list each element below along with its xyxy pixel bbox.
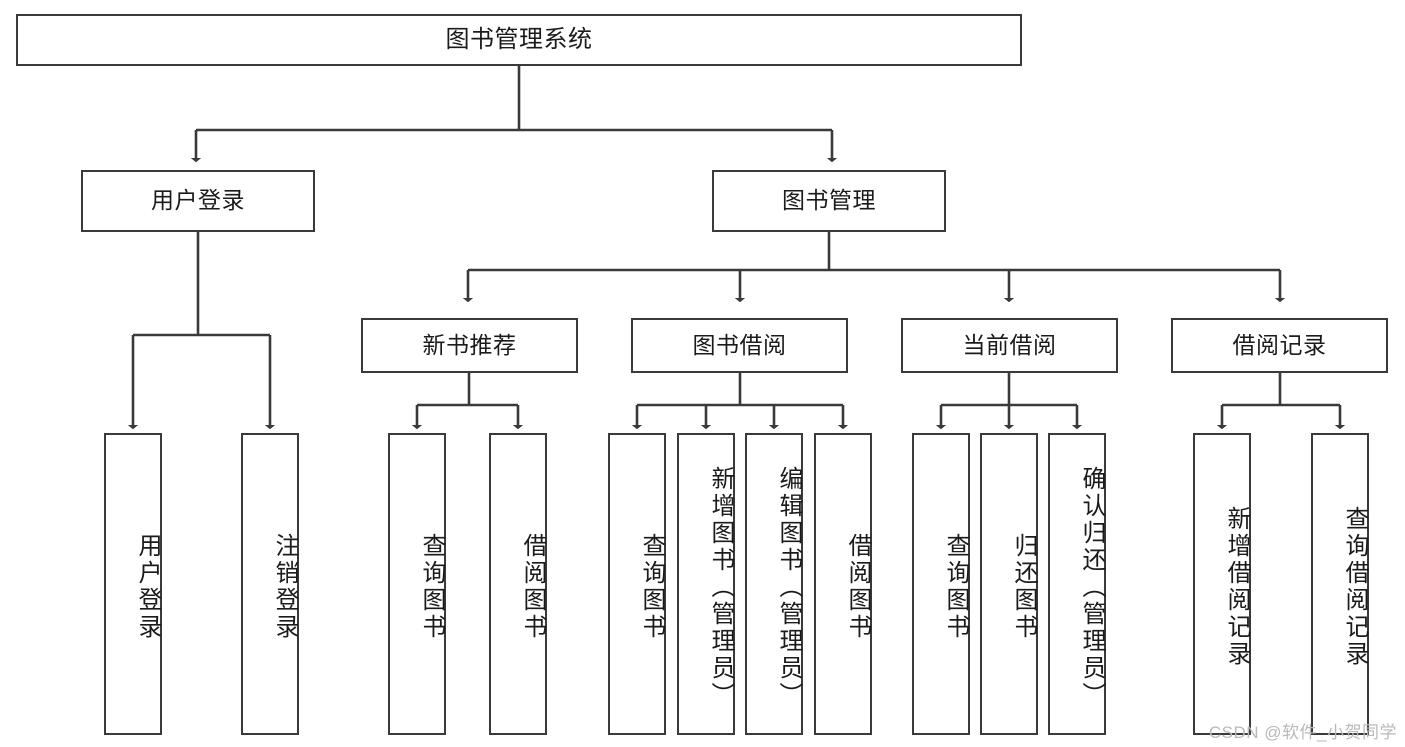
node-label: 查询图书 — [638, 533, 665, 641]
node-label: 查询借阅记录 — [1341, 506, 1368, 668]
node-label: 查询图书 — [942, 533, 969, 641]
node-book-borrow[interactable]: 图书借阅 — [631, 318, 848, 373]
node-label: 用户登录 — [134, 533, 161, 641]
node-leaf-borrow-book-2[interactable]: 借阅图书 — [814, 433, 872, 735]
node-leaf-query-record[interactable]: 查询借阅记录 — [1311, 433, 1369, 735]
node-current-borrow[interactable]: 当前借阅 — [901, 318, 1118, 373]
node-leaf-add-book[interactable]: 新增图书（管理员） — [677, 433, 735, 735]
node-root[interactable]: 图书管理系统 — [16, 14, 1022, 66]
node-label: 查询图书 — [418, 533, 445, 641]
node-label: 新增借阅记录 — [1223, 506, 1250, 668]
node-leaf-user-login[interactable]: 用户登录 — [104, 433, 162, 735]
node-label: 编辑图书（管理员） — [775, 465, 802, 709]
node-user-login[interactable]: 用户登录 — [81, 170, 315, 232]
node-label: 借阅图书 — [844, 533, 871, 641]
node-leaf-query-book-1[interactable]: 查询图书 — [388, 433, 446, 735]
node-leaf-return-book[interactable]: 归还图书 — [980, 433, 1038, 735]
node-book-manage[interactable]: 图书管理 — [712, 170, 946, 232]
node-leaf-edit-book[interactable]: 编辑图书（管理员） — [745, 433, 803, 735]
node-leaf-logout[interactable]: 注销登录 — [241, 433, 299, 735]
watermark: CSDN @软件_小贺同学 — [1208, 723, 1397, 742]
node-leaf-add-record[interactable]: 新增借阅记录 — [1193, 433, 1251, 735]
node-label: 新增图书（管理员） — [707, 465, 734, 709]
node-label: 注销登录 — [271, 533, 298, 641]
node-leaf-query-book-3[interactable]: 查询图书 — [912, 433, 970, 735]
node-label: 确认归还（管理员） — [1078, 465, 1105, 709]
node-new-book-recommend[interactable]: 新书推荐 — [361, 318, 578, 373]
node-leaf-confirm-return[interactable]: 确认归还（管理员） — [1048, 433, 1106, 735]
node-label: 借阅图书 — [519, 533, 546, 641]
node-borrow-record[interactable]: 借阅记录 — [1171, 318, 1388, 373]
node-leaf-query-book-2[interactable]: 查询图书 — [608, 433, 666, 735]
node-leaf-borrow-book-1[interactable]: 借阅图书 — [489, 433, 547, 735]
node-label: 归还图书 — [1010, 533, 1037, 641]
